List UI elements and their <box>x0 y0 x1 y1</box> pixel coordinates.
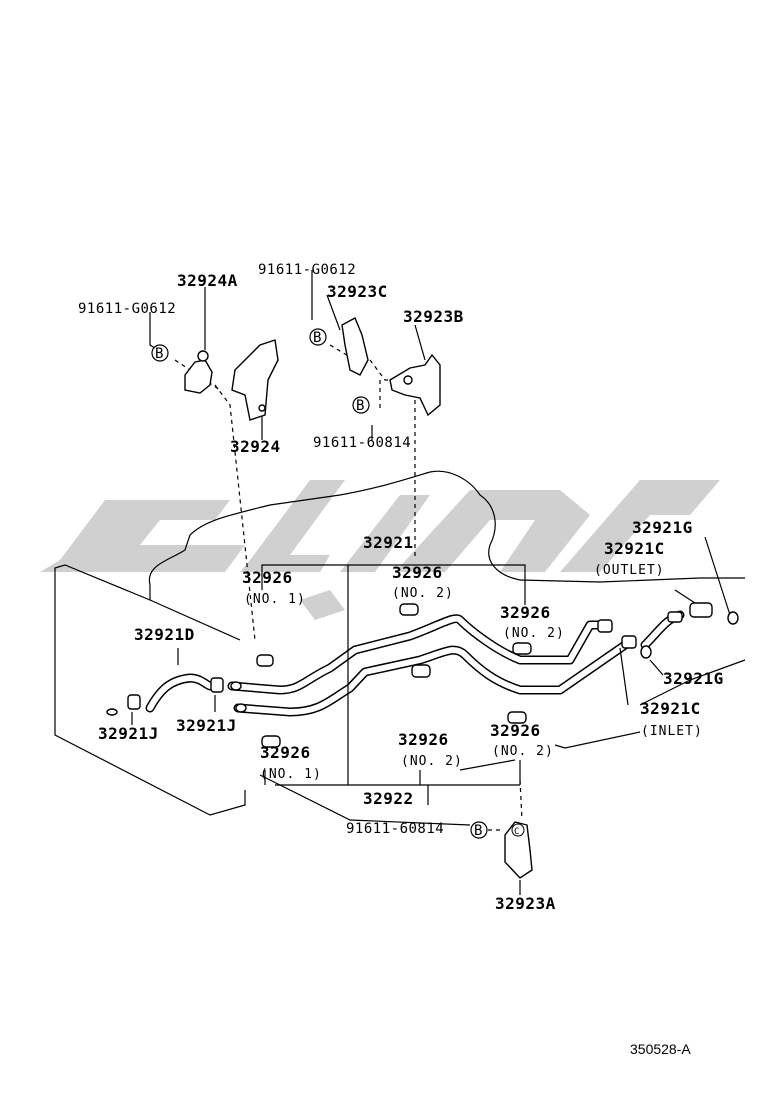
callout-c: C <box>511 823 525 837</box>
label-32926-no2-d: 32926 <box>490 721 541 740</box>
callout-b-top-left: B <box>151 344 169 362</box>
label-outlet: (OUTLET) <box>594 563 665 578</box>
part-bracket-32923C <box>341 317 369 376</box>
label-bolt-top-right: 91611-G0612 <box>258 262 356 278</box>
part-grommets-32926 <box>256 603 532 748</box>
watermark-logo <box>40 480 720 620</box>
label-32926-no1-a-sub: (NO. 1) <box>244 592 306 607</box>
label-32926-no2-a-sub: (NO. 2) <box>392 586 454 601</box>
label-32921C-bottom: 32921C <box>640 699 701 718</box>
label-32924A: 32924A <box>177 271 238 290</box>
callout-b-mid: B <box>352 396 370 414</box>
label-32921: 32921 <box>363 533 414 552</box>
part-clamps <box>106 677 247 716</box>
label-inlet: (INLET) <box>641 724 703 739</box>
leader-lines <box>131 270 731 895</box>
label-32926-no2-c: 32926 <box>398 730 449 749</box>
label-32921G-top: 32921G <box>632 518 693 537</box>
svg-text:B: B <box>313 330 322 346</box>
label-32926-no2-a: 32926 <box>392 563 443 582</box>
label-32924: 32924 <box>230 437 281 456</box>
label-32926-no1-b-sub: (NO. 1) <box>260 767 322 782</box>
svg-text:B: B <box>155 346 164 362</box>
label-32921J-right: 32921J <box>176 716 237 735</box>
callout-b-top-right: B <box>309 328 327 346</box>
label-32921J-left: 32921J <box>98 724 159 743</box>
label-bolt-mid: 91611-60814 <box>313 435 411 451</box>
svg-text:C: C <box>514 827 520 837</box>
part-bracket-32924 <box>231 339 279 421</box>
label-32923A: 32923A <box>495 894 556 913</box>
label-32921D: 32921D <box>134 625 195 644</box>
svg-text:B: B <box>474 823 483 839</box>
alignment-lines <box>174 344 523 831</box>
oil-cooler-pipes <box>227 610 685 717</box>
label-bolt-bottom: 91611-60814 <box>346 821 444 837</box>
label-32922: 32922 <box>363 789 414 808</box>
label-bolt-top-left: 91611-G0612 <box>78 301 176 317</box>
callout-b-bottom: B <box>470 821 488 839</box>
label-32926-no2-b: 32926 <box>500 603 551 622</box>
label-32926-no2-c-sub: (NO. 2) <box>401 754 463 769</box>
label-32923C: 32923C <box>327 282 388 301</box>
part-hose-32921D <box>145 673 215 713</box>
label-32926-no2-b-sub: (NO. 2) <box>503 626 565 641</box>
part-bracket-32924A <box>184 350 213 394</box>
label-32921C-top: 32921C <box>604 539 665 558</box>
label-32926-no1-b: 32926 <box>260 743 311 762</box>
transmission-outline <box>54 470 746 816</box>
svg-text:B: B <box>356 398 365 414</box>
label-32926-no1-a: 32926 <box>242 568 293 587</box>
label-32926-no2-d-sub: (NO. 2) <box>492 744 554 759</box>
part-bracket-32923B <box>389 353 441 417</box>
label-32923B: 32923B <box>403 307 464 326</box>
figure-id: 350528-A <box>630 1041 691 1057</box>
part-fittings-32921C <box>597 602 739 659</box>
part-bracket-32923A <box>504 821 533 879</box>
label-32921G-bottom: 32921G <box>663 669 724 688</box>
